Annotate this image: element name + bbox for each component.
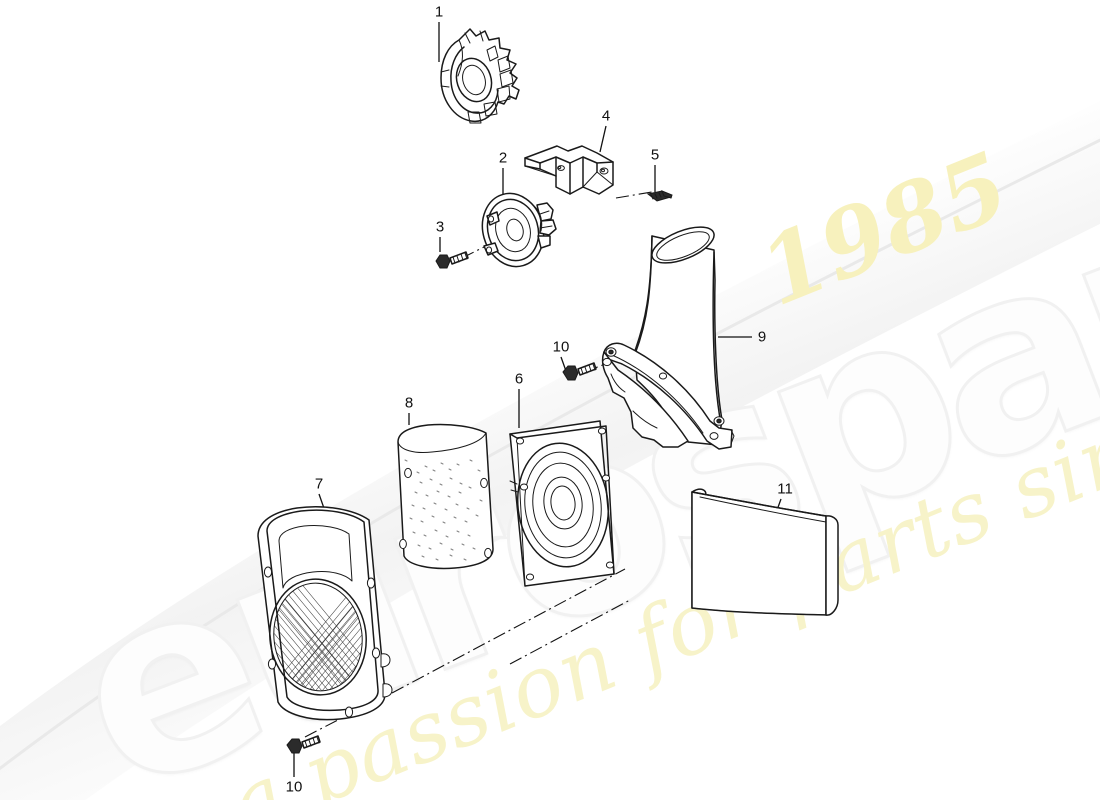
part-7-speaker-grille	[257, 505, 393, 721]
part-6-bass-loudspeaker	[509, 420, 615, 587]
callout-fastening-screw-10: 10	[285, 778, 303, 796]
callout-sealing-plate-8: 8	[404, 394, 414, 412]
callout-tapping-screw-5: 5	[650, 146, 660, 164]
part-3-fastening-screw	[435, 251, 469, 269]
part-10-fastening-screw-lower	[286, 735, 321, 754]
callout-mid-range-speaker-2: 2	[498, 149, 508, 167]
callout-fastening-screw-3: 3	[435, 218, 445, 236]
part-1-tweeter-housing	[440, 28, 520, 124]
callout-mounting-bracket-4: 4	[601, 107, 611, 125]
callout-tweeter-housing-1: 1	[434, 3, 444, 21]
part-11-foam-insulation-pad	[691, 488, 839, 616]
part-8-sealing-plate	[397, 423, 494, 570]
part-10-fastening-screw-upper	[562, 362, 597, 381]
part-2-midrange-speaker	[481, 192, 557, 268]
callout-bass-loudspeaker-6: 6	[514, 370, 524, 388]
part-4-mounting-bracket	[524, 145, 614, 195]
part-9-bass-duct	[601, 226, 735, 450]
speckle-texture	[404, 459, 483, 561]
callout-speaker-grille-7: 7	[314, 475, 324, 493]
callout-fastening-screw-10: 10	[552, 338, 570, 356]
callout-foam-insulation-pad-11: 11	[777, 480, 793, 498]
callout-bass-duct-9: 9	[757, 328, 767, 346]
grille-mesh	[266, 577, 370, 697]
part-5-tapping-screw	[646, 190, 673, 202]
